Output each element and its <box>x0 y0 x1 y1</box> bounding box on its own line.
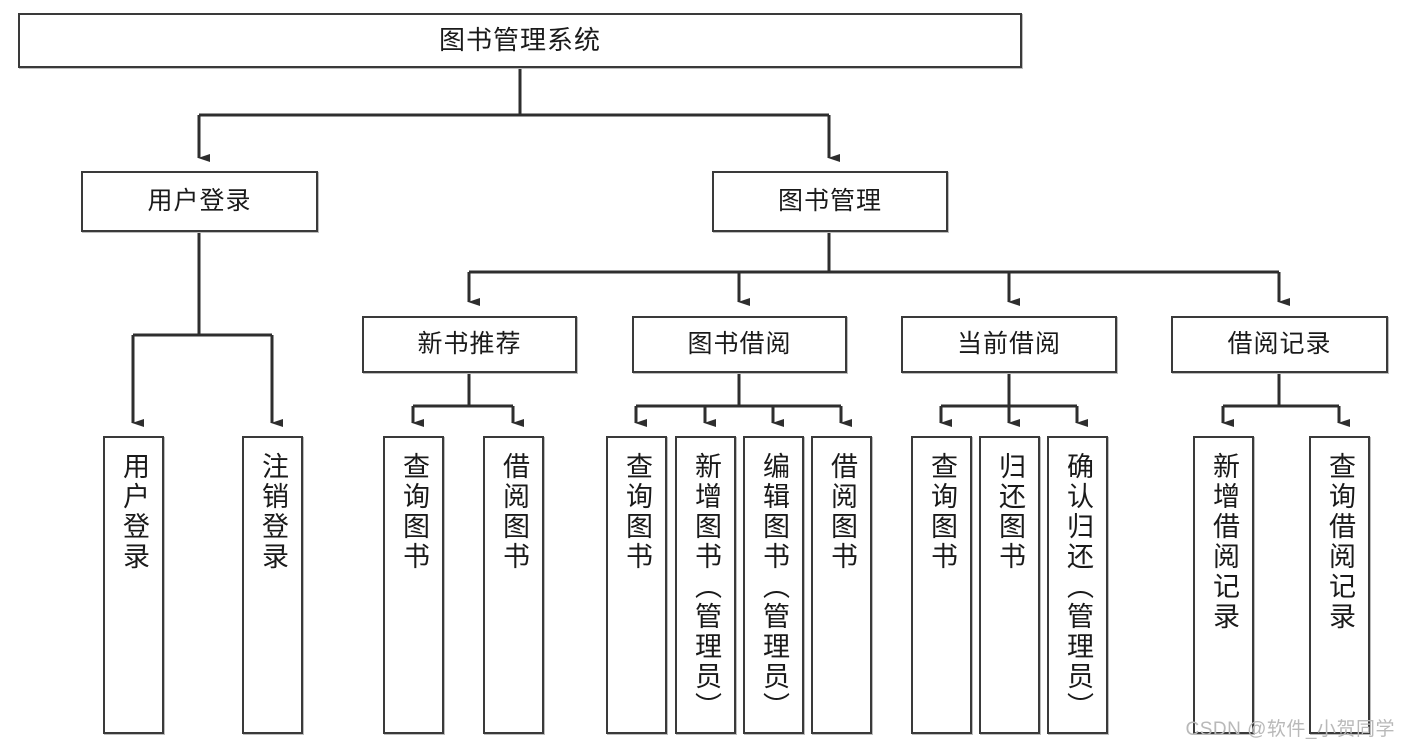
node-label: 编辑图书（管理员） <box>759 452 789 722</box>
node-label: 确认归还（管理员） <box>1063 452 1093 722</box>
leaf-query-borrow-record[interactable]: 查询借阅记录 <box>1309 436 1370 734</box>
node-label: 查询图书 <box>399 452 429 572</box>
leaf-query-book-current[interactable]: 查询图书 <box>911 436 972 734</box>
node-book-management[interactable]: 图书管理 <box>712 171 948 232</box>
node-label: 当前借阅 <box>956 329 1061 358</box>
node-label: 查询借阅记录 <box>1325 452 1355 632</box>
leaf-borrow-book[interactable]: 借阅图书 <box>811 436 872 734</box>
node-borrow-record[interactable]: 借阅记录 <box>1171 316 1388 373</box>
node-current-borrow[interactable]: 当前借阅 <box>901 316 1117 373</box>
leaf-edit-book-admin[interactable]: 编辑图书（管理员） <box>743 436 804 734</box>
leaf-query-book-borrow[interactable]: 查询图书 <box>606 436 667 734</box>
node-book-borrow[interactable]: 图书借阅 <box>632 316 847 373</box>
node-root-book-management-system[interactable]: 图书管理系统 <box>18 13 1022 68</box>
leaf-borrow-book-recommend[interactable]: 借阅图书 <box>483 436 544 734</box>
node-user-login[interactable]: 用户登录 <box>81 171 318 232</box>
node-label: 新增借阅记录 <box>1209 452 1239 632</box>
leaf-user-login[interactable]: 用户登录 <box>103 436 164 734</box>
leaf-return-book[interactable]: 归还图书 <box>979 436 1040 734</box>
leaf-query-book-recommend[interactable]: 查询图书 <box>383 436 444 734</box>
node-label: 借阅图书 <box>827 452 857 572</box>
leaf-confirm-return-admin[interactable]: 确认归还（管理员） <box>1047 436 1108 734</box>
node-label: 借阅图书 <box>499 452 529 572</box>
leaf-add-borrow-record[interactable]: 新增借阅记录 <box>1193 436 1254 734</box>
node-label: 新增图书（管理员） <box>691 452 721 722</box>
node-label: 注销登录 <box>258 452 288 572</box>
leaf-user-logout[interactable]: 注销登录 <box>242 436 303 734</box>
node-label: 图书管理 <box>777 186 882 215</box>
node-label: 用户登录 <box>147 186 252 215</box>
node-label: 图书借阅 <box>687 329 792 358</box>
node-label: 查询图书 <box>927 452 957 572</box>
node-label: 用户登录 <box>119 452 149 572</box>
node-label: 借阅记录 <box>1227 329 1332 358</box>
watermark-text: CSDN @软件_小贺同学 <box>1185 719 1395 740</box>
node-label: 归还图书 <box>995 452 1025 572</box>
node-label: 新书推荐 <box>417 329 522 358</box>
node-new-book-recommend[interactable]: 新书推荐 <box>362 316 577 373</box>
node-label: 图书管理系统 <box>438 25 601 56</box>
node-label: 查询图书 <box>622 452 652 572</box>
leaf-add-book-admin[interactable]: 新增图书（管理员） <box>675 436 736 734</box>
